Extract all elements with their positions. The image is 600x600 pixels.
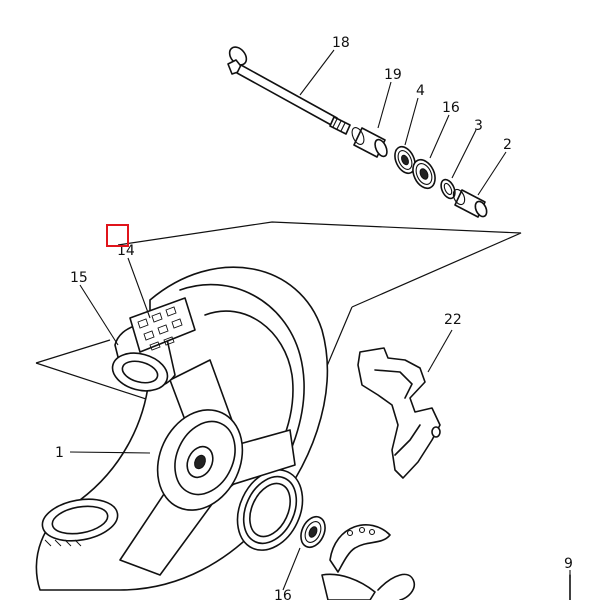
callout-1: 1 xyxy=(55,445,64,461)
callout-2: 2 xyxy=(503,137,512,153)
callout-3: 3 xyxy=(474,118,483,134)
callout-15: 15 xyxy=(70,270,88,286)
collar-part[interactable] xyxy=(451,188,489,219)
bearing-part-lower[interactable] xyxy=(296,513,329,551)
brake-panel-part[interactable] xyxy=(357,347,441,479)
brake-shoe-part[interactable] xyxy=(321,524,416,600)
selection-highlight-box xyxy=(106,224,129,247)
callout-4: 4 xyxy=(416,83,425,99)
callout-16-upper: 16 xyxy=(442,100,460,116)
oil-seal-part[interactable] xyxy=(438,177,457,200)
leader-lines xyxy=(69,49,571,591)
bearing-part-upper[interactable] xyxy=(409,156,440,192)
callout-18: 18 xyxy=(332,35,350,51)
bearing-part[interactable] xyxy=(391,144,419,177)
callout-9: 9 xyxy=(564,556,573,572)
callout-19: 19 xyxy=(384,67,402,83)
callout-16-lower: 16 xyxy=(274,588,292,600)
tire-tread-part[interactable] xyxy=(129,297,196,353)
callout-22: 22 xyxy=(444,312,462,328)
tube-part[interactable] xyxy=(108,323,176,397)
axle-part[interactable] xyxy=(226,44,351,135)
wheel-part[interactable] xyxy=(35,266,329,591)
spacer-collar-part[interactable] xyxy=(350,126,390,159)
